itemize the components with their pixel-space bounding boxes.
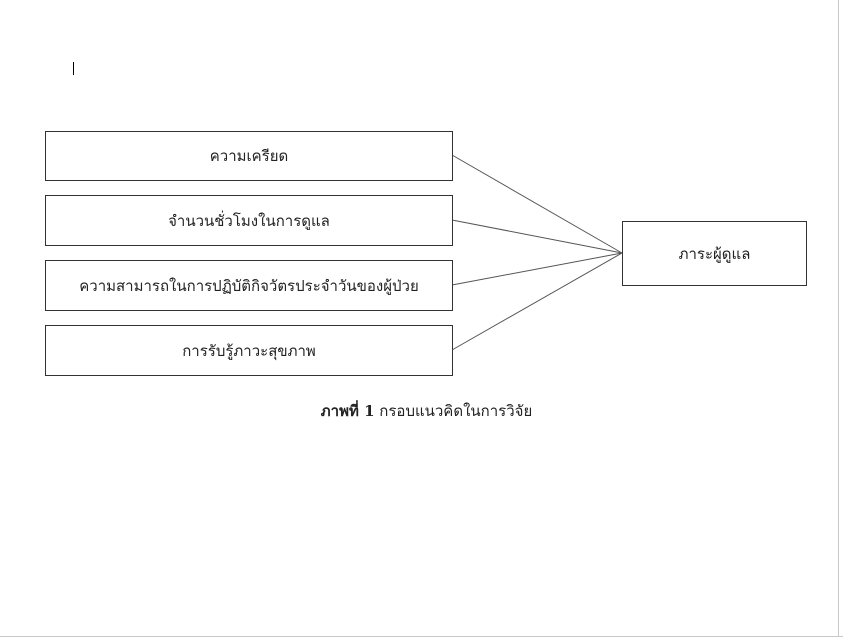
figure-title: กรอบแนวคิดในการวิจัย <box>379 402 533 420</box>
page-edge <box>838 0 839 637</box>
outcome-box-caregiver-burden: ภาระผู้ดูแล <box>622 221 807 286</box>
factor-box-care-hours: จำนวนชั่วโมงในการดูแล <box>45 195 453 246</box>
page-edge <box>0 636 843 637</box>
factor-label: การรับรู้ภาวะสุขภาพ <box>182 341 316 360</box>
connector-line <box>451 154 623 254</box>
connector-line <box>451 252 623 286</box>
factor-label: จำนวนชั่วโมงในการดูแล <box>168 211 330 230</box>
figure-caption: ภาพที่ 1 กรอบแนวคิดในการวิจัย <box>0 399 843 423</box>
text-cursor <box>73 62 74 75</box>
connector-line <box>451 219 623 254</box>
factor-box-daily-activities: ความสามารถในการปฏิบัติกิจวัตรประจำวันของ… <box>45 260 453 311</box>
figure-number: ภาพที่ 1 <box>320 402 375 420</box>
outcome-label: ภาระผู้ดูแล <box>678 244 751 263</box>
factor-box-stress: ความเครียด <box>45 131 453 181</box>
connector-line <box>451 252 623 351</box>
factor-label: ความสามารถในการปฏิบัติกิจวัตรประจำวันของ… <box>79 276 419 295</box>
factor-label: ความเครียด <box>209 147 289 165</box>
factor-box-health-perception: การรับรู้ภาวะสุขภาพ <box>45 325 453 376</box>
